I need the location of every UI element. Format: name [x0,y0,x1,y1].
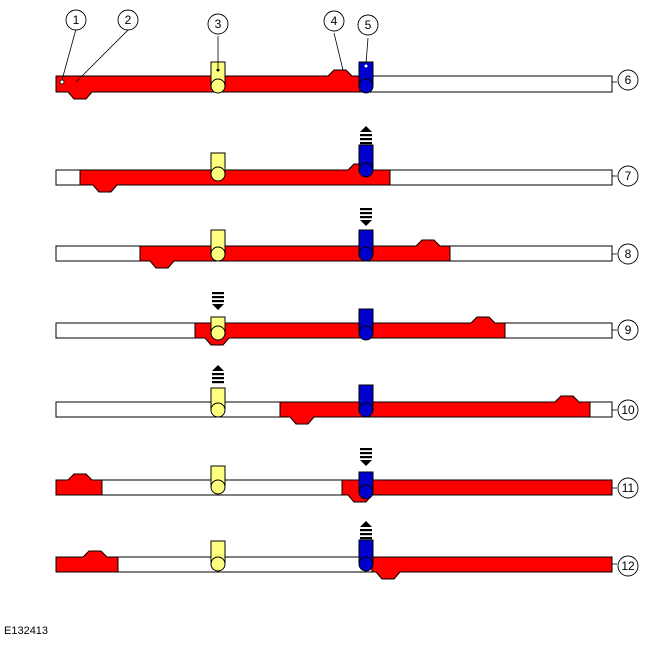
callout-7: 7 [617,165,639,187]
leader-lines [61,28,617,565]
callout-number: 10 [621,403,635,417]
downward-arrow [360,448,372,466]
sequence-row-2 [55,126,613,193]
red-slider [279,395,591,425]
sequence-row-1 [55,61,613,100]
red-slider-right [371,556,613,580]
blue-pin [358,61,374,94]
red-slider [79,163,391,193]
yellow-pin [210,152,226,182]
callout-number: 12 [621,559,635,573]
yellow-pin [210,465,226,495]
red-slider [194,316,506,346]
yellow-pin [210,387,226,418]
sequence-row-3 [55,208,613,269]
upward-arrow [360,521,372,540]
callout-4: 4 [323,10,345,32]
callout-3: 3 [207,13,229,35]
callout-number: 7 [625,169,632,183]
downward-arrow [360,208,372,226]
point-marker [364,64,368,68]
leader-line [61,28,77,81]
callout-9: 9 [617,319,639,341]
callout-number: 5 [365,18,372,32]
sequence-row-7 [55,521,613,580]
callout-10: 10 [617,399,639,421]
blue-pin [358,308,374,341]
red-slider [139,239,451,269]
blue-pin [358,384,374,418]
red-slider [55,69,361,100]
leader-line [333,32,344,71]
sequence-rows [55,61,613,580]
figure-id: E132413 [4,625,49,637]
red-slider-left [55,473,103,496]
callout-number: 1 [73,13,80,27]
callout-11: 11 [617,477,639,499]
downward-arrow [212,292,224,310]
red-slider-right [341,479,613,503]
yellow-pin [210,229,226,262]
blue-pin [358,144,374,178]
upward-arrow [212,365,224,384]
callout-number: 6 [625,73,632,87]
point-marker [216,68,220,72]
callout-2: 2 [117,9,139,31]
blue-pin [358,539,374,572]
leader-line [75,29,129,83]
callout-number: 3 [215,17,222,31]
sequence-row-5 [55,365,613,425]
callout-1: 1 [65,9,87,31]
leader-line [365,37,369,65]
callout-number: 4 [331,14,338,28]
callout-12: 12 [617,555,639,577]
callout-number: 8 [625,247,632,261]
yellow-pin [210,540,226,572]
callout-number: 9 [625,323,632,337]
yellow-pin [210,316,226,341]
callout-6: 6 [617,69,639,91]
sequence-row-6 [55,448,613,503]
callout-number: 11 [622,481,635,495]
callout-5: 5 [357,14,379,36]
point-marker [59,79,65,85]
blue-pin [358,229,374,262]
red-slider-left [55,550,119,573]
sequence-row-4 [55,292,613,346]
blue-pin [358,471,374,500]
callout-8: 8 [617,243,639,265]
callout-number: 2 [125,13,132,27]
upward-arrow [360,126,372,145]
